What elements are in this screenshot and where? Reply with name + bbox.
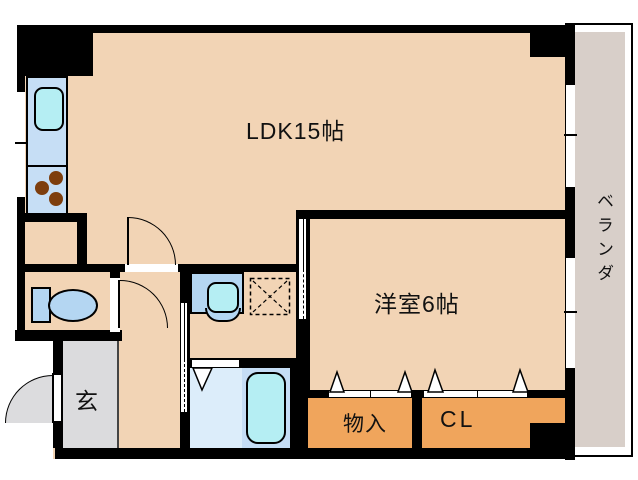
- toilet-door-leaf: [118, 280, 120, 328]
- veranda-label: ベランダ: [594, 192, 613, 288]
- veranda-floor: [575, 32, 625, 447]
- washbasin-bowl: [207, 282, 239, 313]
- window-ldk-right: [566, 85, 575, 187]
- bathroom-floor: [190, 368, 242, 448]
- sliding-door-western-room: [298, 218, 307, 320]
- wall-right: [565, 25, 575, 460]
- closet-label: CL: [440, 406, 476, 432]
- stove-burner-icon: [49, 192, 63, 206]
- sliding-door-washroom: [180, 302, 188, 413]
- ldk-label: LDK15帖: [246, 118, 346, 144]
- storage-floor: [308, 398, 412, 448]
- wall-top: [17, 25, 573, 33]
- entrance-label: 玄: [75, 388, 98, 414]
- window-western-right-tick: [564, 311, 577, 313]
- window-western-right: [566, 258, 575, 368]
- wall-bottom: [55, 448, 575, 459]
- wall-bath-right: [290, 368, 308, 448]
- window-kitchen-left-tick: [15, 142, 27, 144]
- wall-kitchen-block: [17, 25, 93, 76]
- entrance-door-leaf: [52, 373, 63, 423]
- wall-storage-divider: [412, 398, 422, 448]
- storage-label: 物入: [343, 413, 387, 436]
- stove-burner-icon: [49, 171, 63, 185]
- closet-door-bar: [423, 390, 528, 398]
- wall-below-counter: [17, 213, 87, 222]
- wall-washroom-bath: [190, 358, 296, 368]
- bathroom-door-bar: [191, 359, 240, 368]
- closet-door-bar-divider: [477, 390, 478, 398]
- wall-ldk-western: [296, 210, 567, 219]
- western-room-label: 洋室6帖: [374, 291, 460, 317]
- kitchen-sink: [34, 87, 64, 131]
- counter-divider: [27, 165, 67, 167]
- wall-toilet-bottom: [15, 330, 122, 341]
- entrance-floor: [63, 341, 117, 448]
- wall-duct-right: [77, 213, 87, 272]
- stove-burner-icon: [35, 181, 49, 195]
- opening-ldk-hall: [125, 264, 178, 272]
- toilet-bowl: [48, 289, 98, 322]
- window-kitchen-left: [17, 92, 25, 197]
- opening-toilet: [110, 278, 120, 332]
- storage-door-bar-divider: [370, 390, 371, 398]
- wall-closet-notch: [530, 423, 567, 448]
- entrance-step-line: [117, 341, 119, 448]
- window-ldk-right-tick: [564, 134, 577, 136]
- bathtub: [246, 372, 286, 444]
